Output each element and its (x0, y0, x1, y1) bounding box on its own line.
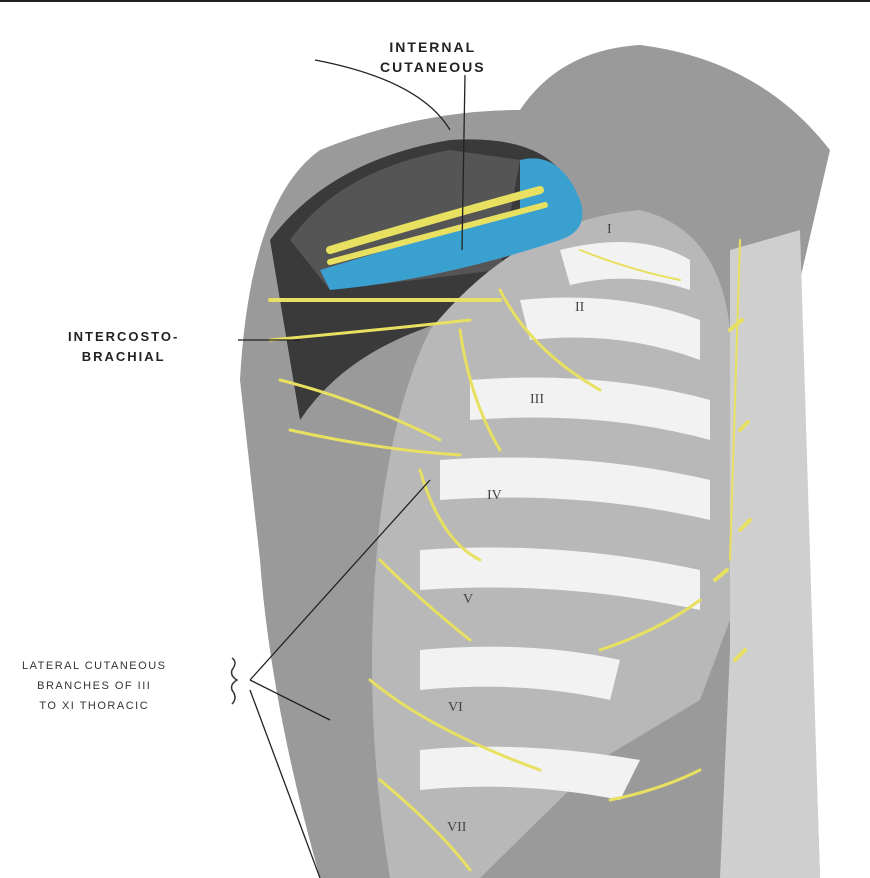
label-lateral-cutaneous: LATERAL CUTANEOUS BRANCHES OF III TO XI … (22, 656, 167, 716)
label-line: TO XI THORACIC (39, 700, 150, 712)
rib-label-3: III (530, 392, 544, 407)
label-line: BRACHIAL (81, 349, 166, 364)
chest-wall (372, 210, 730, 878)
label-line: LATERAL CUTANEOUS (22, 660, 167, 672)
label-intercostobrachial: INTERCOSTO- BRACHIAL (68, 327, 179, 367)
rib-label-4: IV (487, 488, 502, 503)
rib-bands (420, 242, 710, 800)
top-border (0, 0, 870, 2)
rib-label-2: II (575, 300, 585, 315)
label-line: CUTANEOUS (380, 59, 486, 75)
brace (230, 657, 239, 705)
leader-lines (238, 59, 466, 878)
rib-label-1: I (607, 222, 612, 237)
nerves (268, 186, 752, 872)
axillary-vein (320, 158, 583, 290)
rib-label-6: VI (448, 700, 463, 715)
rib-label-7: VII (447, 820, 467, 835)
label-line: INTERNAL (389, 39, 477, 55)
label-line: BRANCHES OF III (37, 680, 152, 692)
rib-label-5: V (463, 592, 474, 607)
label-line: INTERCOSTO- (68, 329, 180, 344)
back-tissue (720, 230, 820, 878)
label-internal-cutaneous: INTERNAL CUTANEOUS (380, 37, 486, 77)
